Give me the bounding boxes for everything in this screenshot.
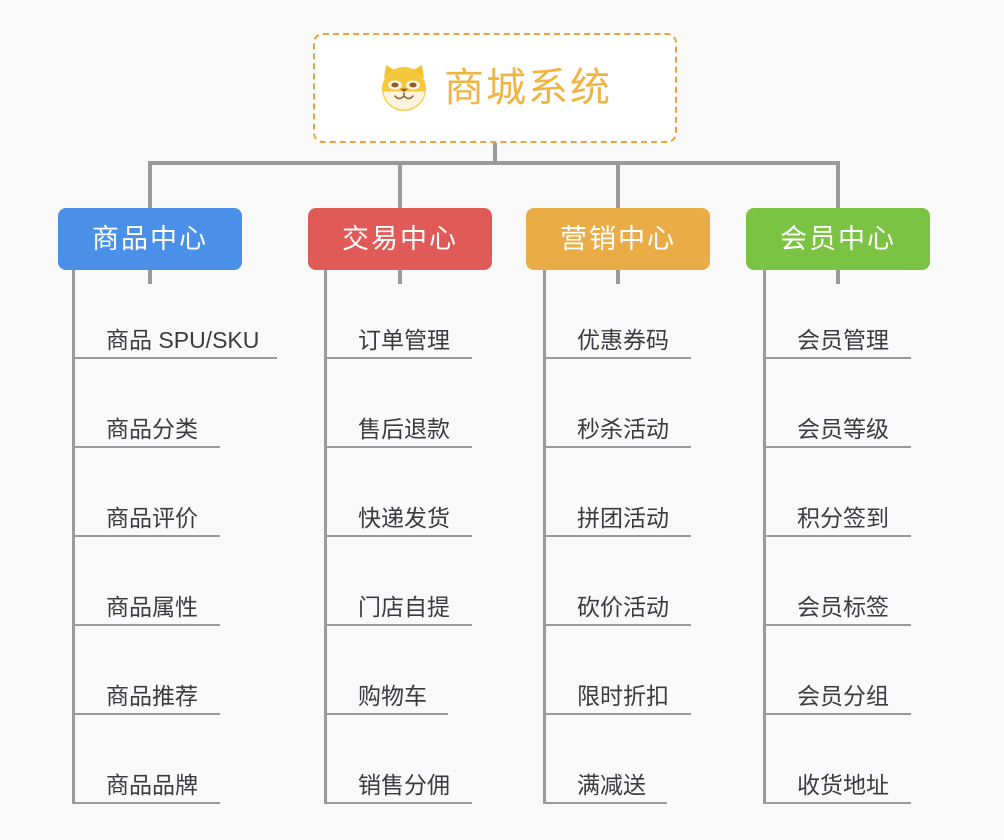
category-box-2[interactable]: 交易中心 (308, 208, 492, 270)
category-box-3[interactable]: 营销中心 (526, 208, 710, 270)
leaf-item-label: 拼团活动 (577, 504, 669, 531)
category-stub-3 (836, 270, 840, 284)
leaf-item[interactable]: 订单管理 (324, 270, 472, 359)
leaf-item-label: 满减送 (577, 771, 646, 798)
leaf-item-label: 会员标签 (797, 593, 889, 620)
leaf-item-label: 会员管理 (797, 326, 889, 353)
leaf-item-label: 商品属性 (106, 593, 198, 620)
leaf-item[interactable]: 会员管理 (763, 270, 911, 359)
category-stem-1 (398, 161, 402, 208)
leaf-item[interactable]: 商品推荐 (72, 626, 220, 715)
leaf-item-label: 商品评价 (106, 504, 198, 531)
leaf-item-label: 销售分佣 (358, 771, 450, 798)
leaf-item[interactable]: 商品属性 (72, 537, 220, 626)
leaf-item[interactable]: 商品 SPU/SKU (72, 270, 277, 359)
leaf-trunk (324, 270, 327, 804)
category-label: 营销中心 (560, 223, 676, 254)
leaf-item-label: 门店自提 (358, 593, 450, 620)
leaf-item[interactable]: 积分签到 (763, 448, 911, 537)
leaf-item-label: 会员等级 (797, 415, 889, 442)
leaf-item[interactable]: 会员标签 (763, 537, 911, 626)
leaf-item-label: 优惠券码 (577, 326, 669, 353)
leaf-item-label: 商品品牌 (106, 771, 198, 798)
leaf-item[interactable]: 会员分组 (763, 626, 911, 715)
leaf-item-label: 购物车 (358, 682, 427, 709)
leaf-item[interactable]: 商品分类 (72, 359, 220, 448)
leaf-item[interactable]: 秒杀活动 (543, 359, 691, 448)
root-title: 商城系统 (444, 66, 612, 110)
leaf-item[interactable]: 售后退款 (324, 359, 472, 448)
leaf-item-label: 积分签到 (797, 504, 889, 531)
leaf-item-label: 收货地址 (797, 771, 889, 798)
leaf-item-label: 商品分类 (106, 415, 198, 442)
leaf-item-label: 商品 SPU/SKU (106, 326, 260, 353)
leaf-trunk (72, 270, 75, 804)
leaf-item[interactable]: 收货地址 (763, 715, 911, 804)
leaf-item-label: 会员分组 (797, 682, 889, 709)
category-stem-2 (616, 161, 620, 208)
leaf-item[interactable]: 商品评价 (72, 448, 220, 537)
leaf-item-label: 商品推荐 (106, 682, 198, 709)
leaf-trunk (763, 270, 766, 804)
root-stem (493, 143, 497, 165)
category-stub-1 (398, 270, 402, 284)
leaf-item[interactable]: 销售分佣 (324, 715, 472, 804)
category-box-4[interactable]: 会员中心 (746, 208, 930, 270)
leaf-item[interactable]: 限时折扣 (543, 626, 691, 715)
category-label: 交易中心 (342, 223, 458, 254)
leaf-item[interactable]: 购物车 (324, 626, 448, 715)
shiba-dog-face-icon (378, 62, 430, 114)
leaf-item[interactable]: 满减送 (543, 715, 667, 804)
category-stub-0 (148, 270, 152, 284)
leaf-item-label: 秒杀活动 (577, 415, 669, 442)
leaf-item[interactable]: 砍价活动 (543, 537, 691, 626)
category-stem-3 (836, 161, 840, 208)
leaf-item[interactable]: 优惠券码 (543, 270, 691, 359)
category-label: 商品中心 (92, 223, 208, 254)
leaf-item-label: 限时折扣 (577, 682, 669, 709)
leaf-item-label: 订单管理 (358, 326, 450, 353)
leaf-item[interactable]: 会员等级 (763, 359, 911, 448)
root-node[interactable]: 商城系统 (313, 33, 677, 143)
leaf-item-label: 快递发货 (358, 504, 450, 531)
leaf-item[interactable]: 门店自提 (324, 537, 472, 626)
leaf-item[interactable]: 快递发货 (324, 448, 472, 537)
category-label: 会员中心 (780, 223, 896, 254)
leaf-trunk (543, 270, 546, 804)
leaf-item[interactable]: 商品品牌 (72, 715, 220, 804)
leaf-item-label: 售后退款 (358, 415, 450, 442)
category-stem-0 (148, 161, 152, 208)
category-stub-2 (616, 270, 620, 284)
leaf-item[interactable]: 拼团活动 (543, 448, 691, 537)
leaf-item-label: 砍价活动 (577, 593, 669, 620)
category-box-1[interactable]: 商品中心 (58, 208, 242, 270)
distribution-bar (148, 161, 840, 165)
